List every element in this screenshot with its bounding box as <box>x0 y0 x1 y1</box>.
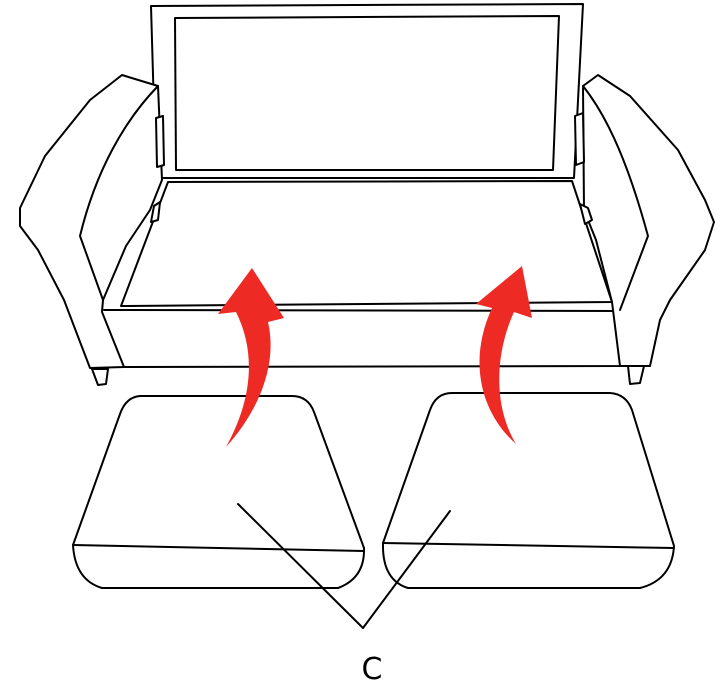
left-placement-arrow <box>218 268 284 447</box>
callout-leader-lines <box>237 503 451 629</box>
left-arrow-shape <box>218 268 284 447</box>
sofa-seat-base <box>103 180 621 368</box>
left-armrest <box>19 74 165 386</box>
right-placement-arrow <box>476 266 532 444</box>
right-seat-cushion <box>381 392 675 589</box>
left-seat-cushion <box>72 395 366 589</box>
right-armrest <box>574 74 715 385</box>
sofa-backrest <box>150 3 584 179</box>
right-arrow-shape <box>476 266 532 444</box>
callout-label-c: C <box>362 652 383 687</box>
